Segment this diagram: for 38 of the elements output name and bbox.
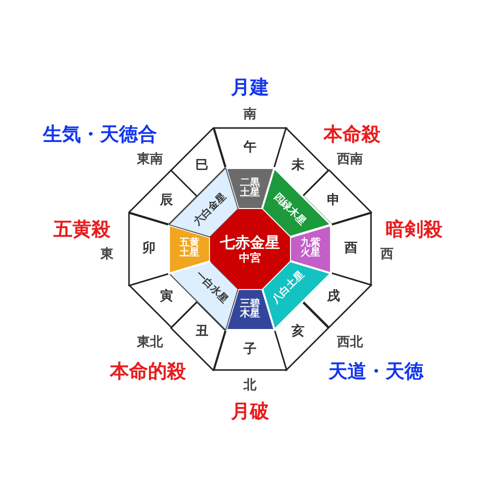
star-label: 二黒土星 xyxy=(240,178,260,199)
direction-label: 東北 xyxy=(137,336,163,350)
branch-label: 辰 xyxy=(160,194,174,208)
branch-label: 巳 xyxy=(196,158,209,172)
center-palace-label: 中宮 xyxy=(239,251,261,265)
star-label: 八白土星 xyxy=(271,270,308,306)
branch-label: 子 xyxy=(243,343,256,357)
omen-label: 月建 xyxy=(231,78,269,98)
direction-label: 西 xyxy=(380,248,394,262)
star-label: 一白水星 xyxy=(192,270,229,306)
branch-label: 申 xyxy=(326,194,340,208)
branch-label: 寅 xyxy=(160,290,174,304)
omen-label: 天道・天徳 xyxy=(328,362,424,382)
direction-label: 西南 xyxy=(337,152,363,168)
branch-label: 丑 xyxy=(196,326,209,340)
direction-label: 東南 xyxy=(137,152,163,168)
branch-label: 卯 xyxy=(142,242,156,256)
omen-label: 本命的殺 xyxy=(110,362,186,382)
star-label: 四緑木星 xyxy=(271,192,308,228)
star-label: 九紫火星 xyxy=(300,238,321,260)
star-label: 五黄土星 xyxy=(179,238,200,260)
branch-label: 亥 xyxy=(291,326,304,340)
direction-label: 東 xyxy=(100,248,114,262)
direction-label: 南 xyxy=(244,108,256,122)
center-star-label: 七赤金星 xyxy=(220,233,280,252)
branch-label: 戌 xyxy=(326,290,340,304)
omen-label: 五黄殺 xyxy=(54,220,110,240)
omen-label: 暗剣殺 xyxy=(386,220,442,240)
branch-label: 未 xyxy=(291,158,304,172)
star-label: 三碧木星 xyxy=(240,299,260,320)
branch-label: 酉 xyxy=(344,242,358,256)
direction-label: 西北 xyxy=(337,336,363,350)
star-label: 六白金星 xyxy=(192,192,229,228)
omen-label: 本命殺 xyxy=(324,124,380,146)
direction-label: 北 xyxy=(244,378,256,394)
branch-label: 午 xyxy=(243,141,256,155)
omen-label: 生気・天徳合 xyxy=(43,124,157,146)
omen-label: 月破 xyxy=(231,402,269,422)
